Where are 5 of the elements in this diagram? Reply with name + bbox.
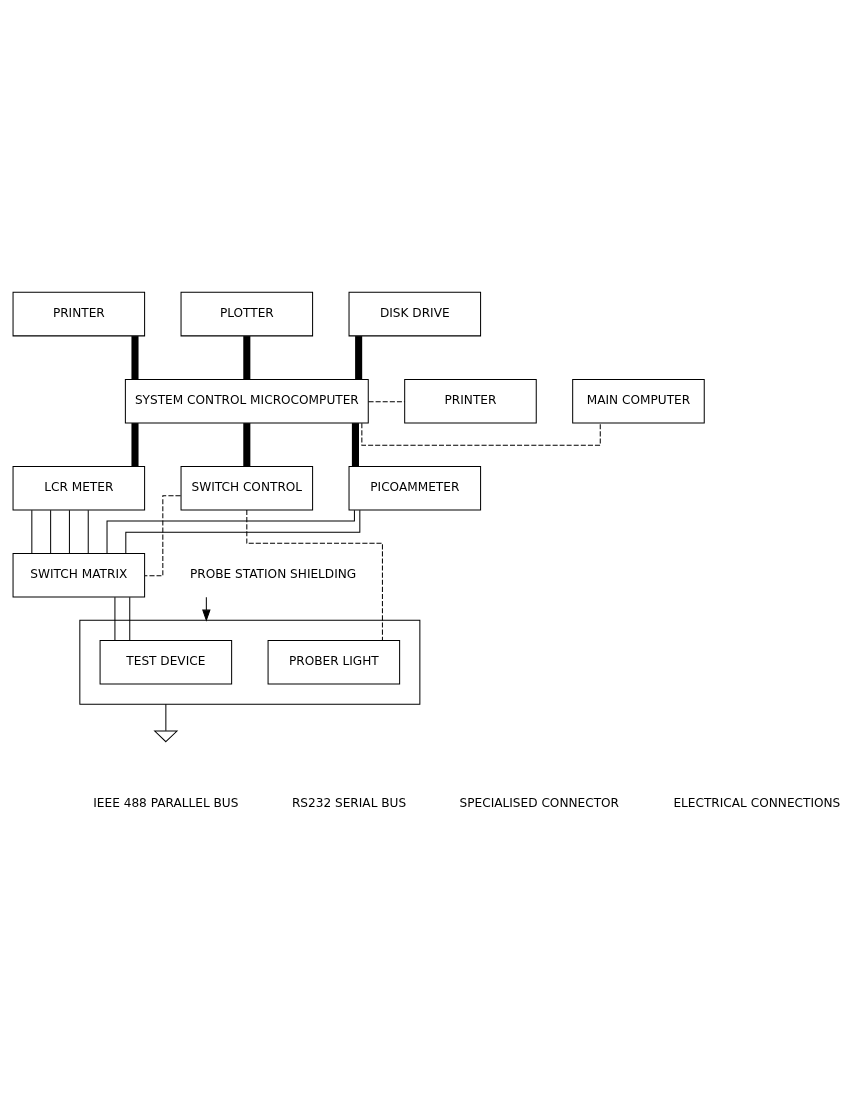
legend-label: IEEE 488 PARALLEL BUS [92, 795, 238, 810]
legend-label: SPECIALISED CONNECTOR [459, 795, 619, 810]
node-text: PROBE STATION SHIELDING [189, 566, 356, 581]
legend-label: ELECTRICAL CONNECTIONS [672, 795, 840, 810]
legend-label: RS232 SERIAL BUS [291, 795, 406, 810]
